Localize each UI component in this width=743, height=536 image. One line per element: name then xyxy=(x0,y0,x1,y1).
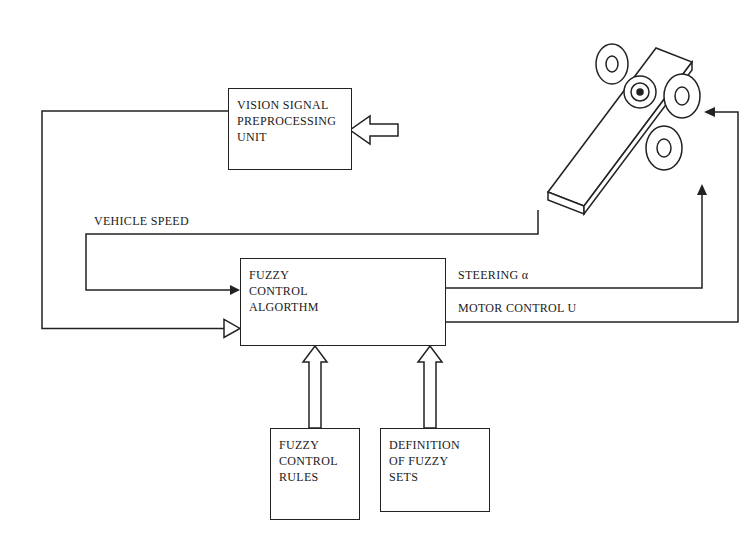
steering-wire xyxy=(446,194,702,288)
signal-name: MOTOR CONTROL U xyxy=(456,301,579,316)
motor-wire xyxy=(446,112,738,322)
box-text: DEFINITION OF FUZZY SETS xyxy=(389,437,479,486)
input-box: FUZZY CONTROL RULES xyxy=(270,428,360,520)
box-text: FUZZY CONTROL ALGORTHM xyxy=(249,267,349,316)
signal-arrow xyxy=(42,111,240,337)
vehicle-illustration xyxy=(548,44,700,214)
input-box: DEFINITION OF FUZZY SETS xyxy=(380,428,490,512)
box-text: FUZZY CONTROL RULES xyxy=(279,437,349,486)
process-box: VISION SIGNAL PREPROCESSING UNIT xyxy=(228,88,352,170)
block-arrow xyxy=(303,346,327,428)
box-text: VISION SIGNAL PREPROCESSING UNIT xyxy=(237,97,341,146)
vision-signal-arrow xyxy=(350,116,398,144)
signal-name: VEHICLE SPEED xyxy=(92,214,191,229)
controller-box: FUZZY CONTROL ALGORTHM xyxy=(240,258,446,346)
signal-name: STEERING α xyxy=(456,268,530,283)
block-arrow xyxy=(418,346,442,428)
